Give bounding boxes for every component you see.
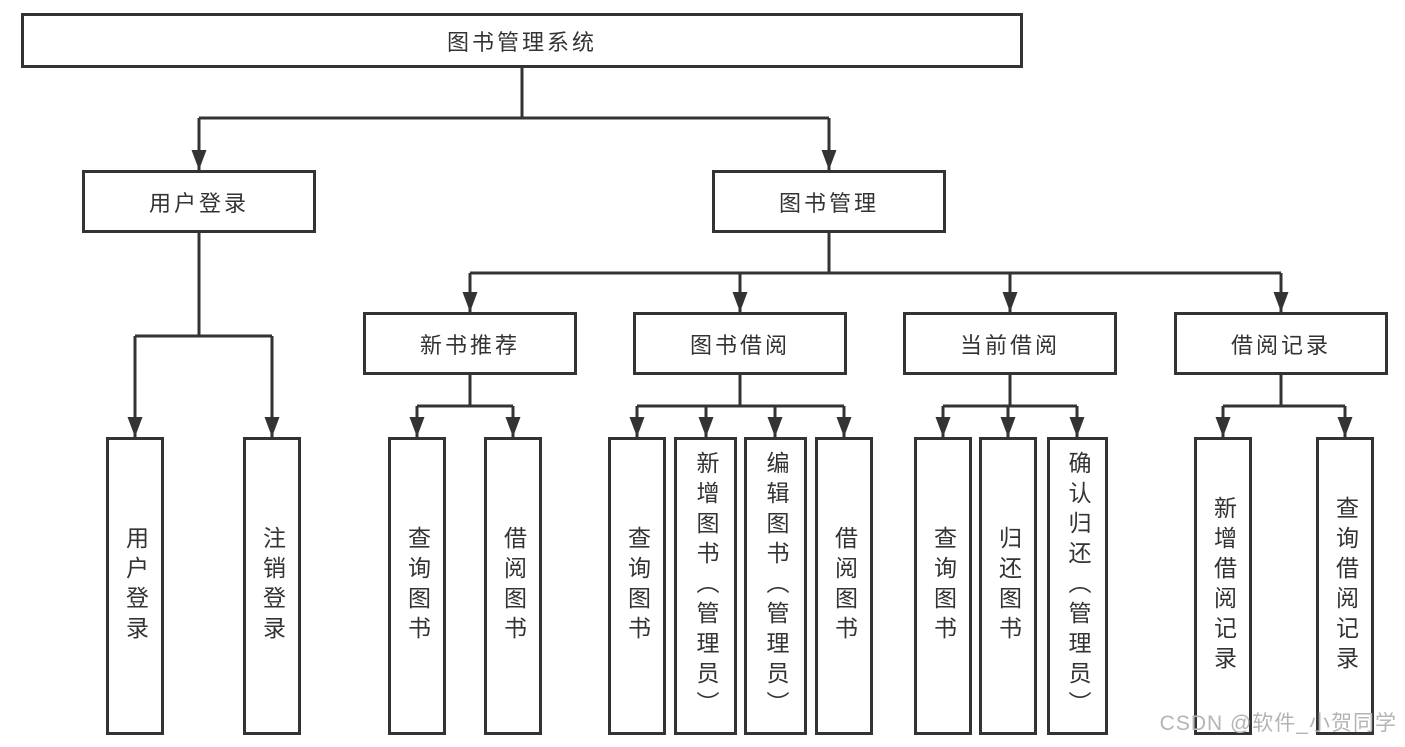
node-book-borrowing: 图书借阅 [633, 312, 847, 375]
leaf-logout-login-label: 注销登录 [259, 526, 286, 646]
leaf-query-books-current-label: 查询图书 [930, 526, 957, 646]
node-book-management: 图书管理 [712, 170, 946, 233]
connector-new-book-children [409, 375, 521, 437]
node-borrowing-records-label: 借阅记录 [1230, 332, 1331, 358]
node-new-book-recommendation: 新书推荐 [363, 312, 577, 375]
leaf-logout-login: 注销登录 [243, 437, 301, 735]
leaf-confirm-return-admin-label: 确认归还（管理员） [1065, 451, 1091, 721]
node-library-management-system: 图书管理系统 [21, 13, 1023, 68]
leaf-user-login: 用户登录 [106, 437, 164, 735]
leaf-edit-books-admin: 编辑图书（管理员） [744, 437, 807, 735]
csdn-watermark: CSDN @软件_小贺同学 [1159, 712, 1397, 735]
leaf-add-borrow-record: 新增借阅记录 [1194, 437, 1252, 735]
leaf-borrow-books-borrowing-label: 借阅图书 [831, 526, 858, 646]
leaf-return-books: 归还图书 [979, 437, 1037, 735]
node-current-borrowing: 当前借阅 [903, 312, 1117, 375]
leaf-add-borrow-record-label: 新增借阅记录 [1210, 496, 1237, 676]
node-book-management-label: 图书管理 [778, 190, 879, 216]
leaf-borrow-books-borrowing: 借阅图书 [815, 437, 873, 735]
connector-root-to-level1 [191, 68, 837, 170]
leaf-query-books-current: 查询图书 [914, 437, 972, 735]
node-user-login-label: 用户登录 [148, 190, 249, 216]
leaf-query-books-borrowing-label: 查询图书 [624, 526, 651, 646]
node-current-borrowing-label: 当前借阅 [959, 332, 1060, 358]
leaf-query-books-recommend: 查询图书 [388, 437, 446, 735]
node-book-borrowing-label: 图书借阅 [689, 332, 790, 358]
connector-user-login-children [127, 233, 280, 437]
leaf-query-borrow-record-label: 查询借阅记录 [1332, 496, 1359, 676]
leaf-borrow-books-recommend: 借阅图书 [484, 437, 542, 735]
node-user-login: 用户登录 [82, 170, 316, 233]
leaf-borrow-books-recommend-label: 借阅图书 [500, 526, 527, 646]
leaf-query-books-recommend-label: 查询图书 [404, 526, 431, 646]
connector-book-mgmt-children [462, 233, 1289, 312]
connector-borrowing-children [629, 375, 852, 437]
leaf-add-books-admin-label: 新增图书（管理员） [693, 451, 719, 721]
node-library-management-system-label: 图书管理系统 [446, 29, 597, 55]
leaf-confirm-return-admin: 确认归还（管理员） [1047, 437, 1108, 735]
leaf-query-books-borrowing: 查询图书 [608, 437, 666, 735]
leaf-return-books-label: 归还图书 [995, 526, 1022, 646]
leaf-add-books-admin: 新增图书（管理员） [674, 437, 737, 735]
leaf-user-login-label: 用户登录 [122, 526, 149, 646]
leaf-edit-books-admin-label: 编辑图书（管理员） [763, 451, 789, 721]
connector-current-children [935, 375, 1085, 437]
node-borrowing-records: 借阅记录 [1174, 312, 1388, 375]
connector-records-children [1215, 375, 1353, 437]
leaf-query-borrow-record: 查询借阅记录 [1316, 437, 1374, 735]
node-new-book-recommendation-label: 新书推荐 [419, 332, 520, 358]
